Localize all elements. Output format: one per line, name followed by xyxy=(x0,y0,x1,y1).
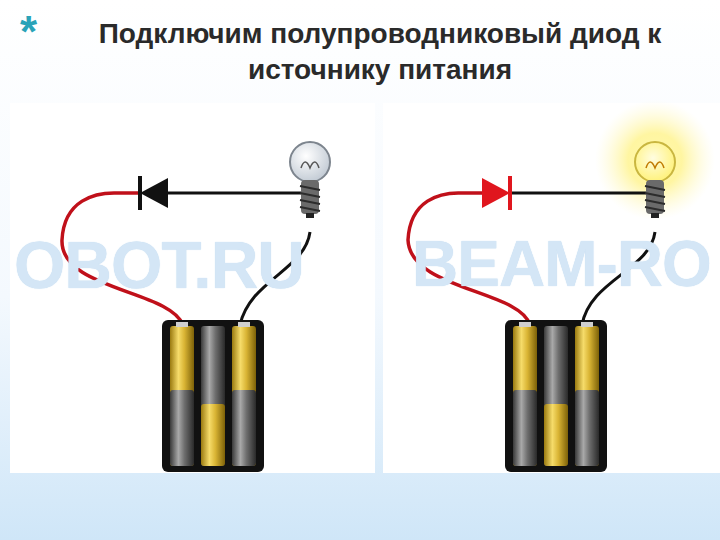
watermark: OBOT.RU xyxy=(14,232,304,298)
battery-pack xyxy=(162,320,264,472)
right-circuit xyxy=(408,100,715,472)
panel xyxy=(10,103,375,473)
watermark: BEAM-RO xyxy=(412,232,711,296)
diode-symbol xyxy=(140,178,168,208)
bullet-mark: * xyxy=(20,10,37,54)
diode-symbol xyxy=(482,178,510,208)
bulb xyxy=(290,142,330,218)
battery-pack xyxy=(505,320,607,472)
slide-title: Подключим полупроводниковый диод к источ… xyxy=(95,16,665,88)
panel xyxy=(383,103,720,473)
bulb xyxy=(635,142,675,218)
left-circuit xyxy=(62,142,330,472)
